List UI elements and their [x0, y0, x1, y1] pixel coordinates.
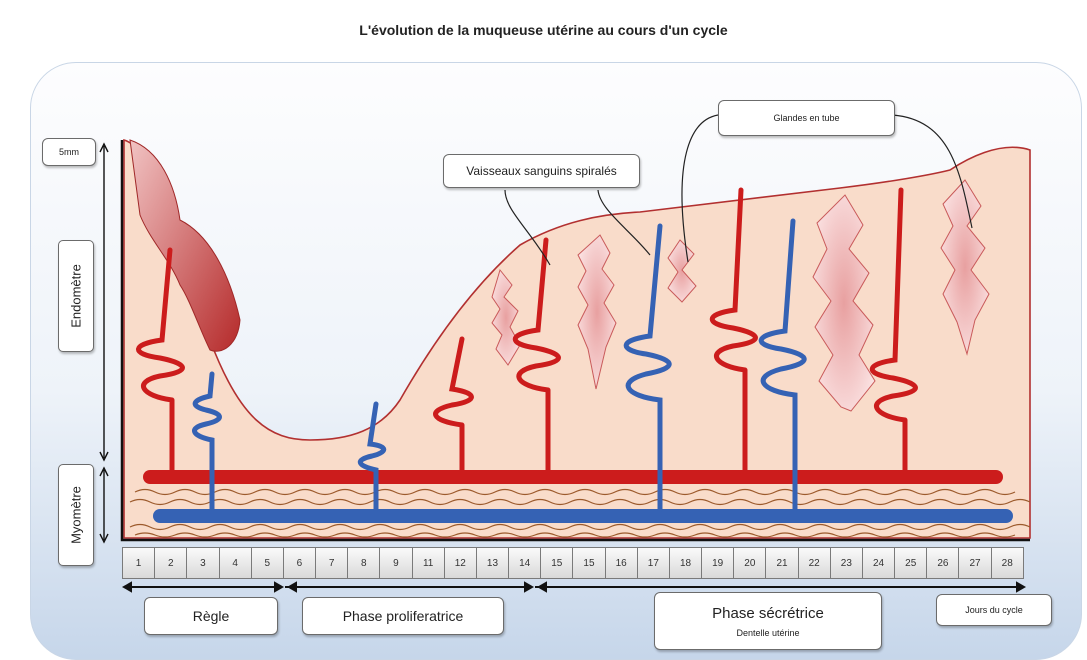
- thickness-label: 5mm: [42, 138, 96, 166]
- day-cell: 1: [123, 548, 155, 578]
- day-cell: 19: [702, 548, 734, 578]
- day-cell: 23: [831, 548, 863, 578]
- phase-secretrice-title: Phase sécrétrice: [712, 605, 824, 622]
- day-cell: 17: [638, 548, 670, 578]
- day-cell: 8: [348, 548, 380, 578]
- phase-regle: Règle: [144, 597, 278, 635]
- day-cell: 26: [927, 548, 959, 578]
- day-cell: 6: [284, 548, 316, 578]
- day-cell: 7: [316, 548, 348, 578]
- phase-arrows: [124, 583, 1024, 591]
- day-cell: 12: [445, 548, 477, 578]
- day-cell: 5: [252, 548, 284, 578]
- day-cell: 22: [799, 548, 831, 578]
- day-cell: 14: [509, 548, 541, 578]
- day-cell: 9: [380, 548, 412, 578]
- day-cell: 2: [155, 548, 187, 578]
- myometrium-vein: [153, 509, 1013, 523]
- phase-secretrice: Phase sécrétrice Dentelle utérine: [654, 592, 882, 650]
- vessels-annotation: Vaisseaux sanguins spiralés: [443, 154, 640, 188]
- day-cell: 16: [606, 548, 638, 578]
- phase-secretrice-subtitle: Dentelle utérine: [736, 628, 799, 638]
- day-cell: 3: [187, 548, 219, 578]
- days-of-cycle-label: Jours du cycle: [936, 594, 1052, 626]
- day-cell: 13: [477, 548, 509, 578]
- glands-annotation: Glandes en tube: [718, 100, 895, 136]
- endometrium-label: Endomètre: [58, 240, 94, 352]
- phase-proliferatrice: Phase proliferatrice: [302, 597, 504, 635]
- myometrium-label: Myomètre: [58, 464, 94, 566]
- day-cell: 24: [863, 548, 895, 578]
- myometrium-artery: [143, 470, 1003, 484]
- day-cell: 27: [959, 548, 991, 578]
- day-cell: 20: [734, 548, 766, 578]
- day-cell: 11: [413, 548, 445, 578]
- day-cell: 28: [992, 548, 1023, 578]
- day-cell: 21: [766, 548, 798, 578]
- day-cell: 18: [670, 548, 702, 578]
- day-cell: 15: [573, 548, 605, 578]
- day-cell: 25: [895, 548, 927, 578]
- day-cell: 4: [220, 548, 252, 578]
- day-cell: 15: [541, 548, 573, 578]
